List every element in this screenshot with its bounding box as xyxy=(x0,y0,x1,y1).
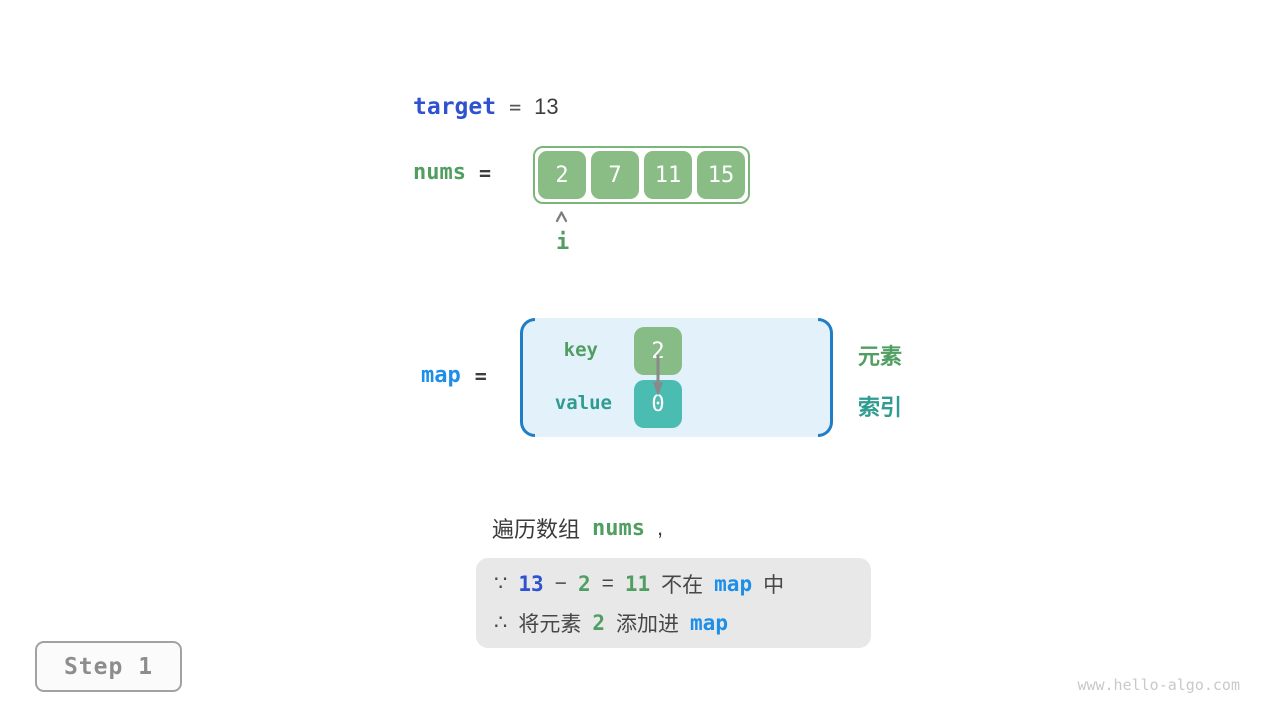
map-panel: key 2 value 0 xyxy=(520,318,833,437)
note-box: ∵ 13 − 2 = 11 不在 map 中 ∴ 将元素 2 添加进 map xyxy=(476,558,871,648)
array-cell: 11 xyxy=(644,151,692,199)
map-right-bracket xyxy=(818,318,833,437)
array-cell: 15 xyxy=(697,151,745,199)
step-badge: Step 1 xyxy=(35,641,182,692)
nums-label: nums xyxy=(413,160,466,185)
array-cell: 7 xyxy=(591,151,639,199)
note-text: 中 xyxy=(763,573,785,597)
map-value-label: value xyxy=(554,392,612,414)
map-label: map xyxy=(421,363,461,388)
chevron-up-icon xyxy=(554,210,569,229)
target-label: target xyxy=(413,94,497,120)
watermark: www.hello-algo.com xyxy=(1077,676,1240,694)
map-expression: map = xyxy=(421,363,487,388)
map-left-bracket xyxy=(520,318,535,437)
because-symbol: ∵ xyxy=(494,572,508,595)
map-equals-sign: = xyxy=(474,363,487,388)
map-key-label: key xyxy=(563,339,598,361)
note-map-ref: map xyxy=(714,571,753,596)
array-cell: 2 xyxy=(538,151,586,199)
equals-sign: = xyxy=(601,571,614,595)
note-target-value: 13 xyxy=(518,571,544,596)
target-equals-sign: = xyxy=(509,95,522,119)
note-map-ref: map xyxy=(690,610,728,635)
note-element-value: 2 xyxy=(592,610,606,635)
note-line-2: ∴ 将元素 2 添加进 map xyxy=(494,608,871,638)
nums-equals-sign: = xyxy=(478,160,492,185)
note-text: 不在 xyxy=(661,573,704,597)
caption-prefix: 遍历数组 xyxy=(492,517,581,542)
note-text: 添加进 xyxy=(616,612,680,636)
note-line-1: ∵ 13 − 2 = 11 不在 map 中 xyxy=(494,569,871,599)
nums-expression: nums = xyxy=(413,160,491,185)
minus-sign: − xyxy=(554,571,567,595)
note-difference-value: 11 xyxy=(624,571,651,596)
note-element-value: 2 xyxy=(577,571,591,596)
caption-comma: , xyxy=(657,515,664,540)
target-value: 13 xyxy=(534,94,559,119)
caption: 遍历数组 nums , xyxy=(492,512,663,544)
caption-code: nums xyxy=(592,515,645,541)
target-expression: target = 13 xyxy=(413,94,559,120)
element-side-label: 元素 xyxy=(858,344,903,369)
index-side-label: 索引 xyxy=(858,395,903,420)
note-text: 将元素 xyxy=(518,612,582,636)
arrow-down-icon xyxy=(650,354,666,403)
nums-array: 2 7 11 15 xyxy=(533,146,750,204)
index-pointer-label: i xyxy=(556,230,570,255)
therefore-symbol: ∴ xyxy=(494,611,508,634)
